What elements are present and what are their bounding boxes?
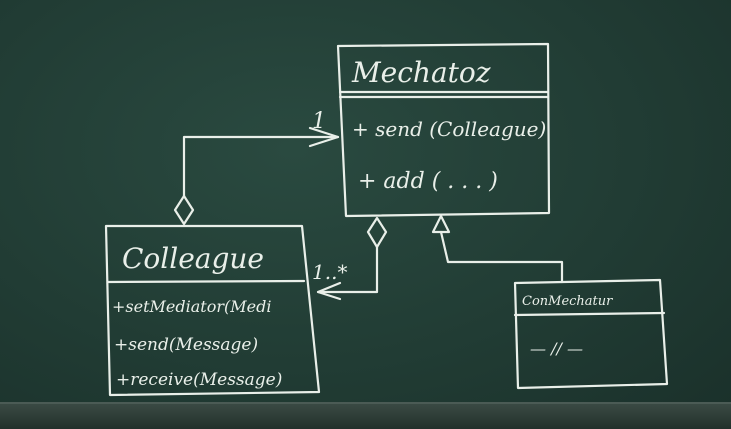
concrete-mediator-body: — // — — [530, 339, 583, 358]
colleague-method-receive: +receive(Message) — [116, 370, 282, 390]
association-mediator-to-colleague — [316, 216, 388, 301]
multiplicity-to-colleague: 1..* — [312, 260, 347, 284]
mediator-class-name: Mechatoz — [351, 56, 491, 89]
colleague-method-send: +send(Message) — [114, 335, 258, 355]
inheritance-arrow — [431, 214, 564, 284]
association-colleague-to-mediator — [173, 126, 340, 226]
mediator-class-box — [336, 42, 551, 218]
concrete-mediator-box — [513, 278, 669, 390]
colleague-class-box — [104, 224, 321, 397]
board-frame — [0, 402, 731, 429]
concrete-mediator-name: ConMechatur — [522, 294, 613, 309]
colleague-class-name: Colleague — [122, 242, 264, 275]
mediator-method-add: + add ( . . . ) — [358, 169, 498, 194]
colleague-method-setmediator: +setMediator(Medi — [112, 297, 271, 316]
multiplicity-to-mediator: 1 — [312, 109, 326, 134]
mediator-method-send: + send (Colleague) — [352, 117, 546, 141]
